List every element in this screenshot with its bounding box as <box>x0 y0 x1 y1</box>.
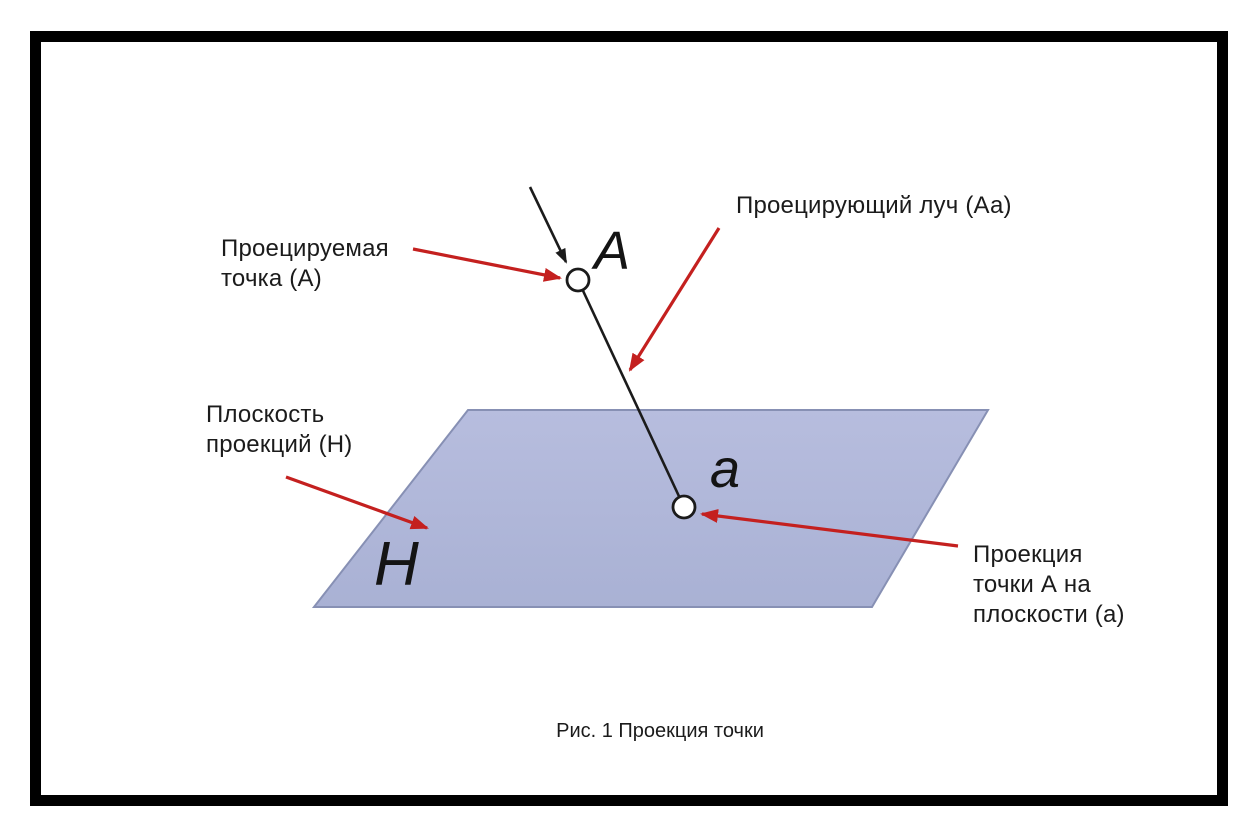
point-circle-a <box>671 494 697 520</box>
plane-label-H: H <box>374 530 419 599</box>
point-circle-A <box>565 267 591 293</box>
figure-caption: Рис. 1 Проекция точки <box>556 720 764 742</box>
label-projection-plane: Плоскость проекций (Н) <box>206 401 353 458</box>
label-projected-point: Проецируемая точка (А) <box>221 235 389 292</box>
pointer-arrow-projected-point <box>412 247 562 282</box>
point-label-A: A <box>594 221 631 281</box>
figure-frame <box>30 31 1228 806</box>
pointer-arrow-projecting-ray <box>628 227 721 372</box>
projecting-ray-upper-segment <box>528 186 568 264</box>
projecting-ray-lower-segment <box>576 279 686 508</box>
projection-plane <box>311 409 990 608</box>
label-projecting-ray: Проецирующий луч (Аа) <box>736 192 1012 219</box>
point-label-a: a <box>710 439 741 499</box>
pointer-arrow-projection-plane <box>285 475 429 530</box>
label-point-projection: Проекция точки А на плоскости (а) <box>973 541 1125 628</box>
pointer-arrow-point-projection <box>700 509 959 548</box>
